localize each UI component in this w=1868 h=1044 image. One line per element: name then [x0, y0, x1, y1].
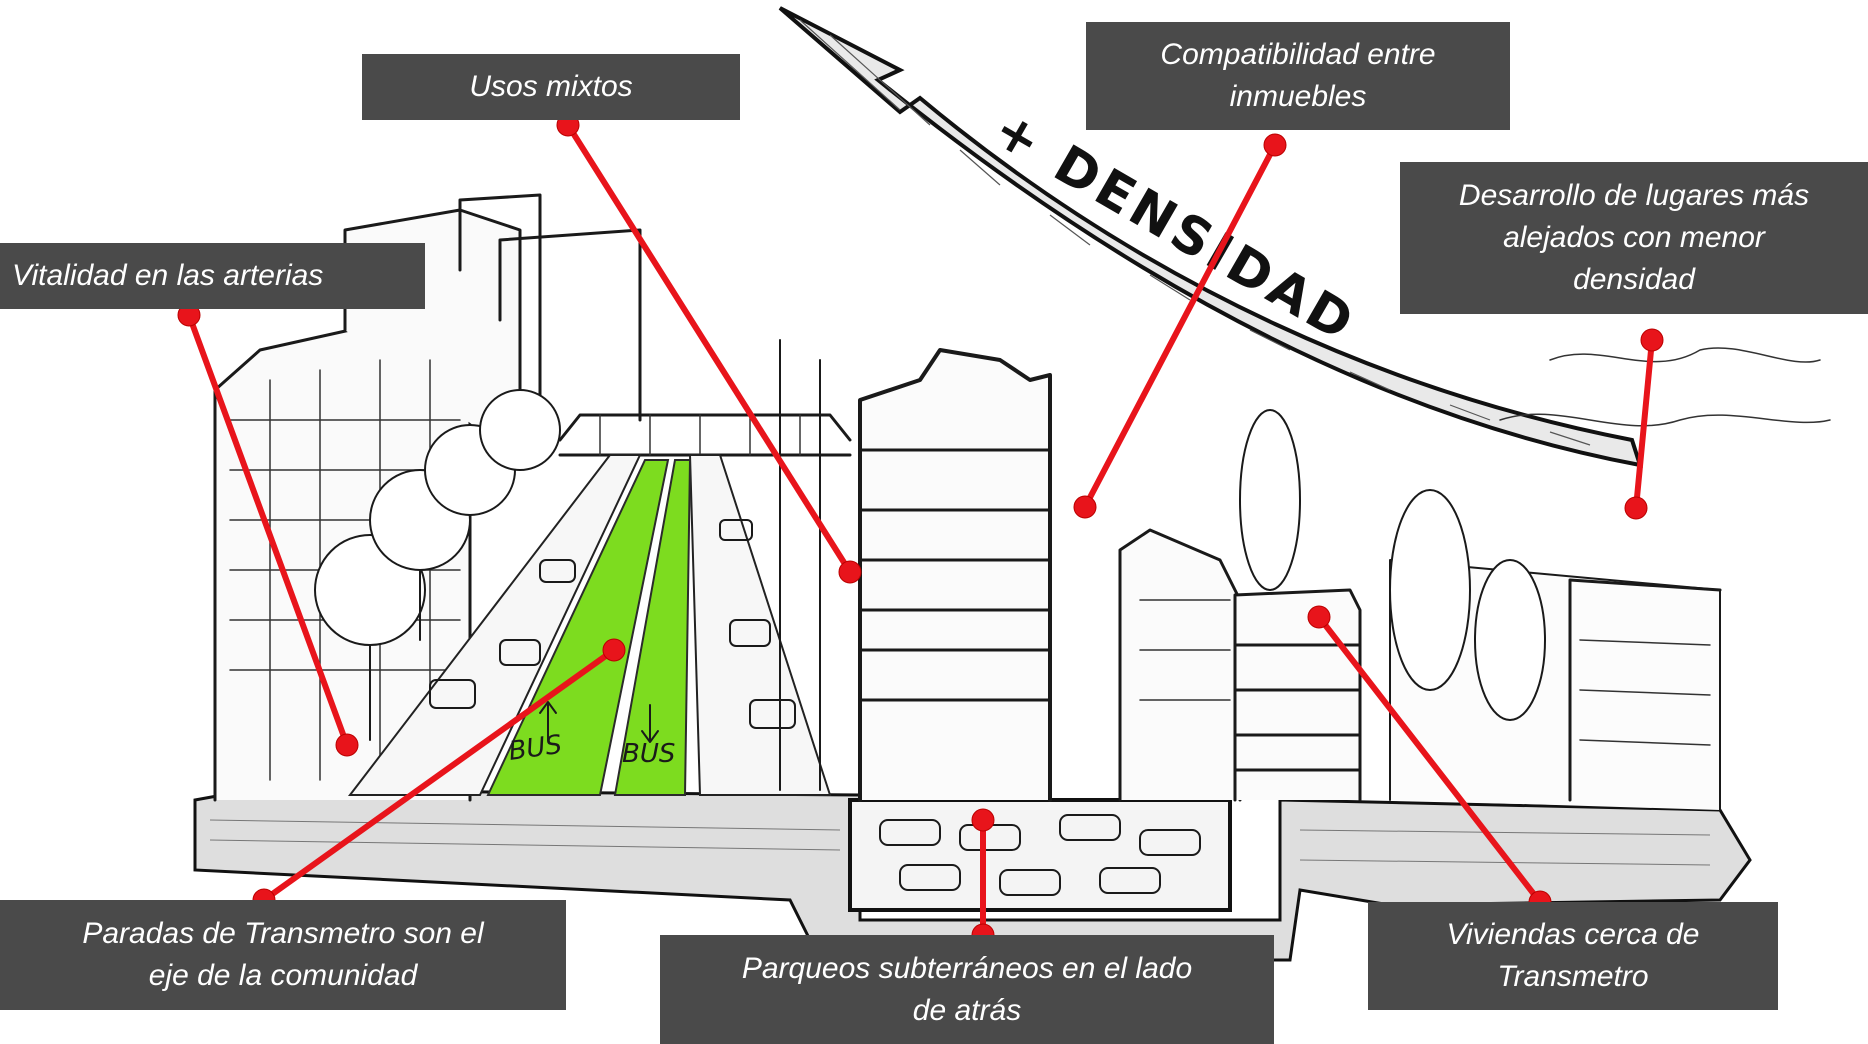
- underground-parking: [848, 798, 1232, 912]
- vitalidad-target-dot: [335, 733, 359, 757]
- label-paradas-line-2: eje de la comunidad: [148, 959, 418, 992]
- label-parqueos: Parqueos subterráneos en el lado de atrá…: [660, 935, 1274, 1044]
- label-viviendas-line-2: Transmetro: [1497, 960, 1649, 993]
- label-viviendas-line-1: Viviendas cerca de: [1446, 918, 1700, 951]
- bus-lane-right-label: BUS: [622, 739, 675, 769]
- label-paradas: Paradas de Transmetro son el eje de la c…: [0, 900, 566, 1010]
- label-usos-mixtos: Usos mixtos: [362, 54, 740, 120]
- central-building-section: [779, 339, 1052, 802]
- label-parqueos-line-1: Parqueos subterráneos en el lado: [741, 951, 1193, 985]
- compatibilidad-anchor-dot: [1263, 133, 1287, 157]
- label-desarrollo-line-3: densidad: [1573, 263, 1695, 296]
- label-usos-mixtos-text: Usos mixtos: [469, 70, 633, 103]
- viviendas-target-dot: [1307, 605, 1331, 629]
- label-viviendas: Viviendas cerca de Transmetro: [1368, 902, 1778, 1010]
- label-compatibilidad: Compatibilidad entre inmuebles: [1086, 22, 1510, 130]
- pedestrian-bridge: [558, 413, 852, 457]
- left-trees: [314, 389, 561, 741]
- parqueos-target-dot: [971, 808, 995, 832]
- label-compatibilidad-line-2: inmuebles: [1229, 80, 1367, 113]
- road: [347, 454, 832, 796]
- right-mid-buildings: [1118, 528, 1362, 802]
- paradas-target-dot: [602, 638, 626, 662]
- desarrollo-target-dot: [1624, 496, 1648, 520]
- desarrollo-anchor-dot: [1640, 328, 1664, 352]
- label-paradas-line-1: Paradas de Transmetro son el: [82, 917, 484, 950]
- density-arrow-label: + DENSIDAD: [984, 99, 1367, 355]
- label-vitalidad: Vitalidad en las arterias: [0, 243, 425, 309]
- bus-lane-left-label: BUS: [507, 730, 564, 767]
- label-vitalidad-text: Vitalidad en las arterias: [12, 259, 324, 292]
- compatibilidad-target-dot: [1073, 495, 1097, 519]
- right-low-density-area: [1239, 347, 1831, 811]
- label-parqueos-line-2: de atrás: [912, 993, 1022, 1027]
- label-compatibilidad-line-1: Compatibilidad entre: [1160, 38, 1436, 71]
- label-desarrollo: Desarrollo de lugares más alejados con m…: [1400, 162, 1868, 314]
- label-desarrollo-line-1: Desarrollo de lugares más: [1458, 179, 1810, 212]
- label-desarrollo-line-2: alejados con menor: [1503, 221, 1765, 254]
- usos-mixtos-target-dot: [838, 560, 862, 584]
